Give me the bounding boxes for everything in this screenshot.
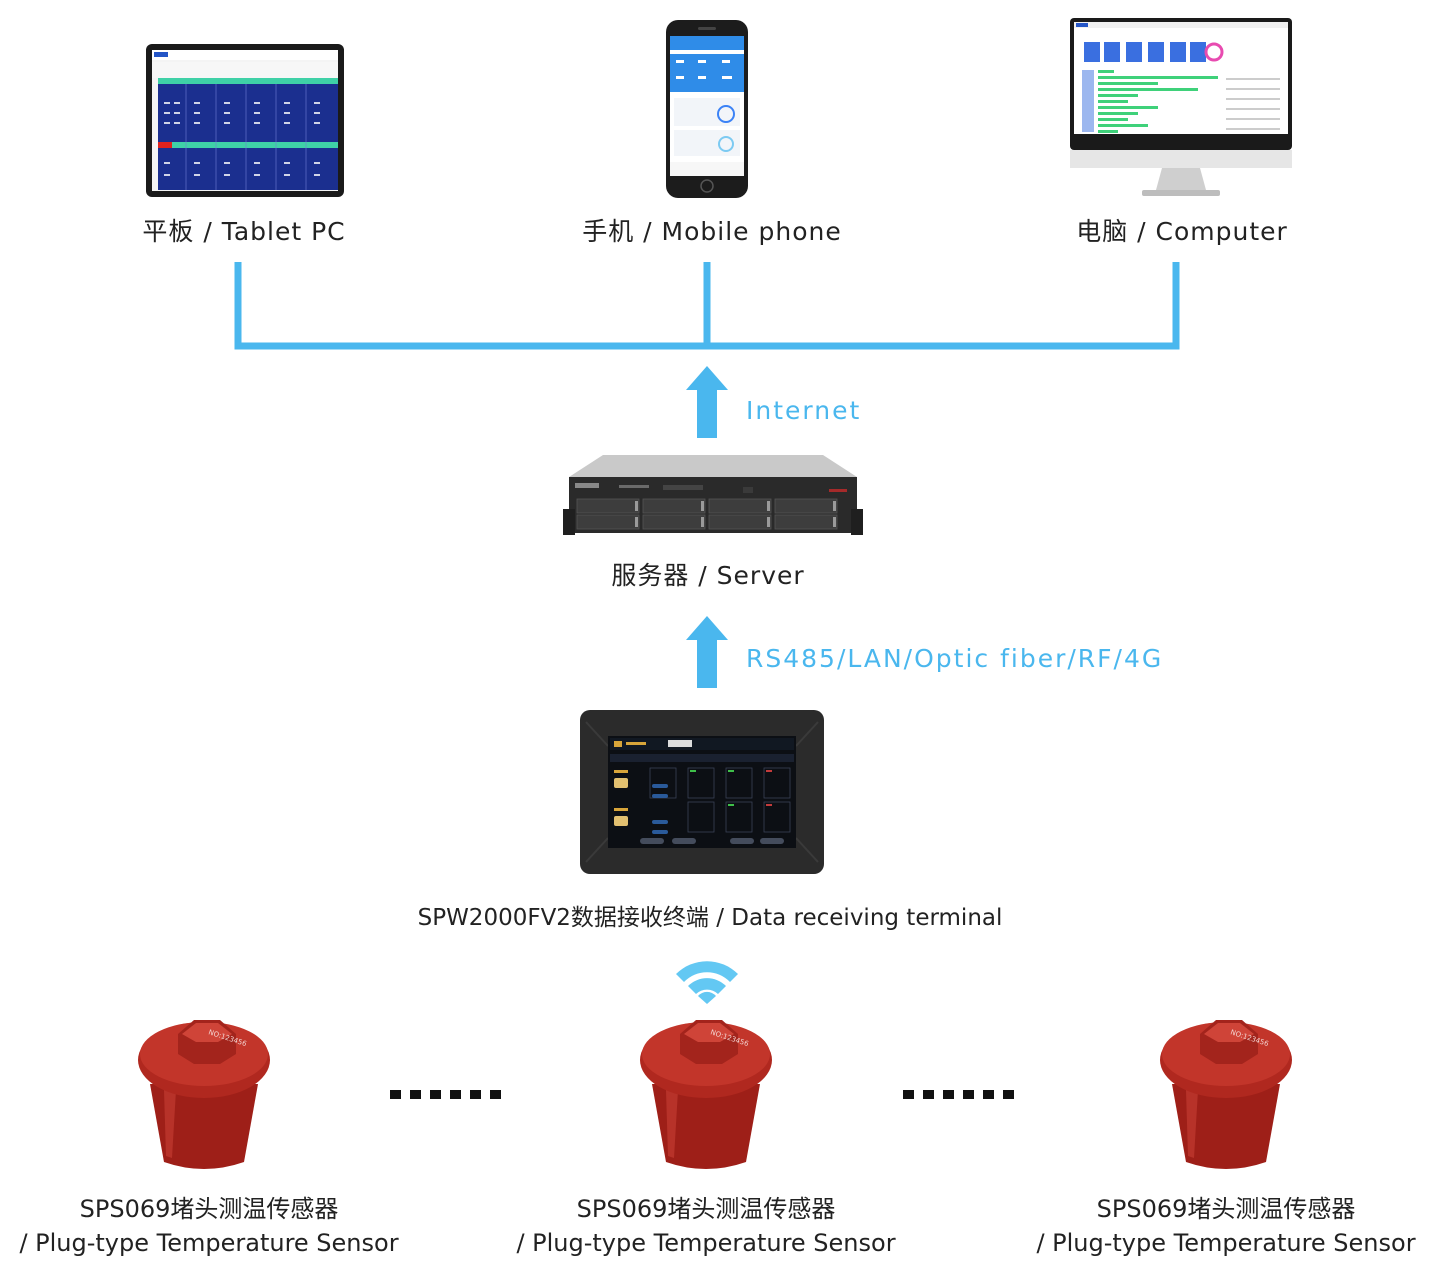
- plug-sensor-icon: [1160, 1020, 1292, 1169]
- sensor-label-en: / Plug-type Temperature Sensor: [516, 1229, 896, 1257]
- plug-sensor-icon: [640, 1020, 772, 1169]
- mobile-device: [666, 20, 748, 198]
- mobile-label: 手机 / Mobile phone: [582, 217, 842, 246]
- touch-terminal-icon: [580, 710, 824, 874]
- sensor-label-en: / Plug-type Temperature Sensor: [19, 1229, 399, 1257]
- computer-monitor-icon: [1070, 18, 1292, 196]
- sensor-2: NO:123456: [640, 1020, 772, 1169]
- sensor-label-1: SPS069堵头测温传感器 / Plug-type Temperature Se…: [14, 1192, 404, 1260]
- data-arrow: [686, 616, 728, 688]
- sensor-label-2: SPS069堵头测温传感器 / Plug-type Temperature Se…: [508, 1192, 904, 1260]
- sensor-1: NO:123456: [138, 1020, 270, 1169]
- server-device: [563, 455, 863, 539]
- plug-sensor-icon: [138, 1020, 270, 1169]
- terminal-label: SPW2000FV2数据接收终端 / Data receiving termin…: [417, 905, 1003, 931]
- internet-label: Internet: [746, 396, 862, 425]
- tablet-label: 平板 / Tablet PC: [142, 217, 346, 246]
- ellipsis-right: [903, 1090, 1014, 1099]
- rack-server-icon: [563, 455, 863, 535]
- sensor-label-3: SPS069堵头测温传感器 / Plug-type Temperature Se…: [1030, 1192, 1422, 1260]
- tablet-icon: [146, 44, 344, 197]
- internet-arrow: [686, 366, 728, 438]
- connector-lines: [234, 262, 1180, 350]
- computer-label: 电脑 / Computer: [1076, 217, 1288, 246]
- ellipsis-left: [390, 1090, 501, 1099]
- tablet-device: [146, 44, 344, 197]
- wifi-icon: [676, 961, 738, 1004]
- sensor-label-en: / Plug-type Temperature Sensor: [1036, 1229, 1416, 1257]
- mobile-phone-icon: [666, 20, 748, 198]
- sensor-label-cn: SPS069堵头测温传感器: [79, 1195, 339, 1223]
- sensor-3: NO:123456: [1160, 1020, 1292, 1169]
- device-connector: [234, 262, 1180, 438]
- sensor-label-cn: SPS069堵头测温传感器: [576, 1195, 836, 1223]
- server-label: 服务器 / Server: [611, 561, 805, 590]
- sensor-label-cn: SPS069堵头测温传感器: [1096, 1195, 1356, 1223]
- computer-device: [1070, 18, 1292, 196]
- terminal-device: [580, 710, 824, 874]
- transport-label: RS485/LAN/Optic fiber/RF/4G: [746, 644, 1164, 673]
